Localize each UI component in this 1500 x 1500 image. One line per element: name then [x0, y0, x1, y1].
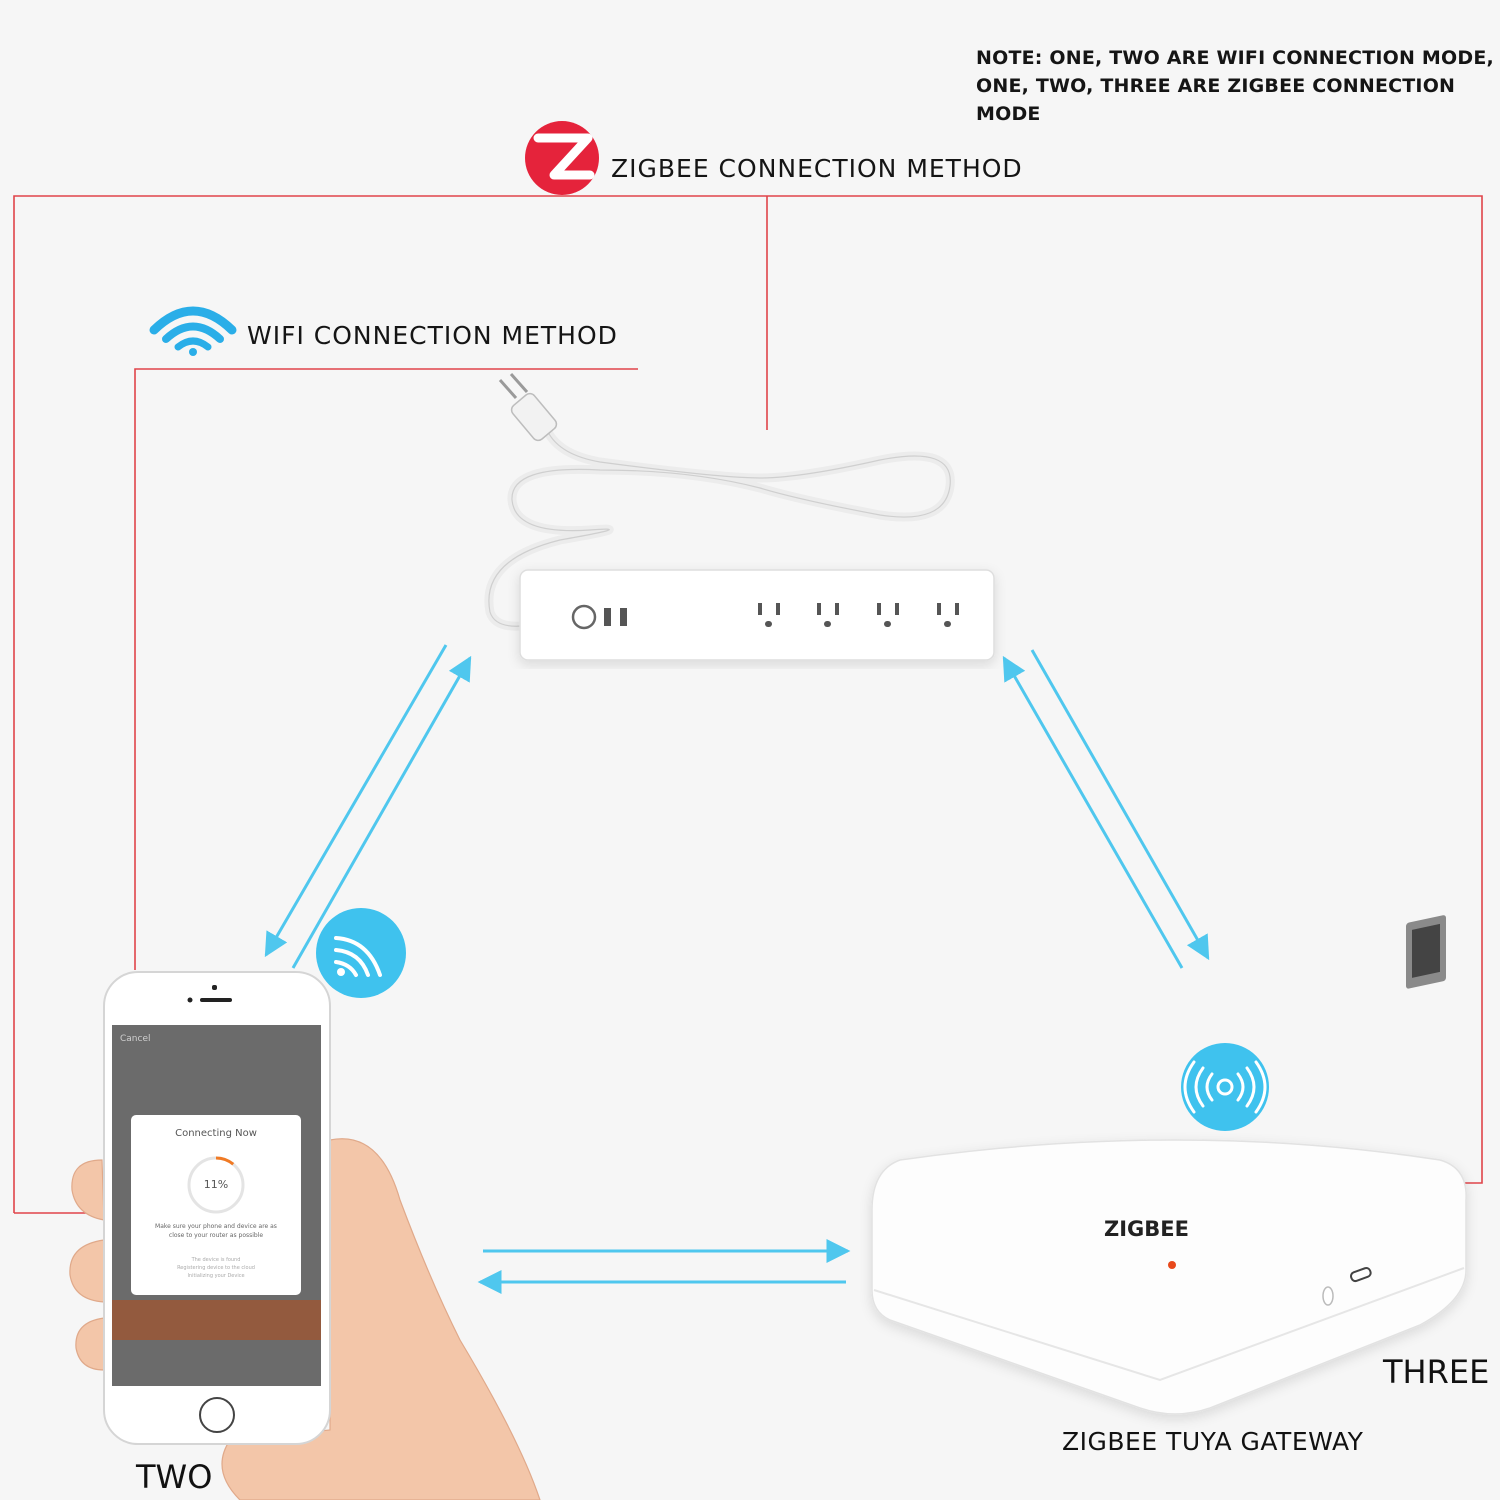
zigbee-signal-badge-icon	[1181, 1043, 1269, 1131]
smartphone	[103, 971, 331, 1445]
wifi-connector-lines	[134, 368, 638, 970]
hand	[69, 1138, 541, 1500]
phone-step: Initializing your Device	[187, 1273, 245, 1279]
power-cord-outline	[488, 431, 951, 627]
phone-cancel-link[interactable]: Cancel	[120, 1034, 151, 1044]
phone-step: The device is found	[191, 1257, 241, 1263]
label-two: TWO	[136, 1458, 213, 1496]
arrow-strip-to-gateway	[1030, 649, 1210, 961]
phone-steps-list: The device is found Registering device t…	[148, 1256, 284, 1280]
power-strip	[519, 569, 995, 661]
arrow-phone-to-strip	[291, 655, 472, 969]
signal-arrows	[264, 644, 1210, 1294]
zigbee-gateway	[871, 915, 1467, 1415]
note-line-1: NOTE: ONE, TWO ARE WIFI CONNECTION MODE,	[976, 47, 1494, 69]
wifi-signal-badge-icon	[316, 908, 406, 998]
phone-progress-text: 11%	[203, 1178, 229, 1191]
phone-dialog-title: Connecting Now	[175, 1128, 257, 1139]
wifi-icon	[149, 306, 237, 356]
zigbee-logo-icon	[525, 121, 599, 195]
note-line-2: ONE, TWO, THREE ARE ZIGBEE CONNECTION MO…	[976, 75, 1456, 125]
label-gateway: ZIGBEE TUYA GATEWAY	[1062, 1427, 1364, 1456]
arrow-gateway-to-strip	[1002, 655, 1184, 969]
plug-icon	[498, 373, 558, 442]
gateway-brand-label: ZIGBEE	[1104, 1217, 1189, 1241]
label-three: THREE	[1383, 1353, 1490, 1391]
zigbee-method-title: ZIGBEE CONNECTION METHOD	[611, 154, 1023, 183]
note-text: NOTE: ONE, TWO ARE WIFI CONNECTION MODE,…	[976, 44, 1500, 128]
wifi-method-title: WIFI CONNECTION METHOD	[247, 321, 618, 350]
arrow-strip-to-phone	[264, 644, 448, 958]
phone-step: Registering device to the cloud	[177, 1265, 255, 1271]
phone-hint-text: Make sure your phone and device are as c…	[155, 1223, 277, 1239]
